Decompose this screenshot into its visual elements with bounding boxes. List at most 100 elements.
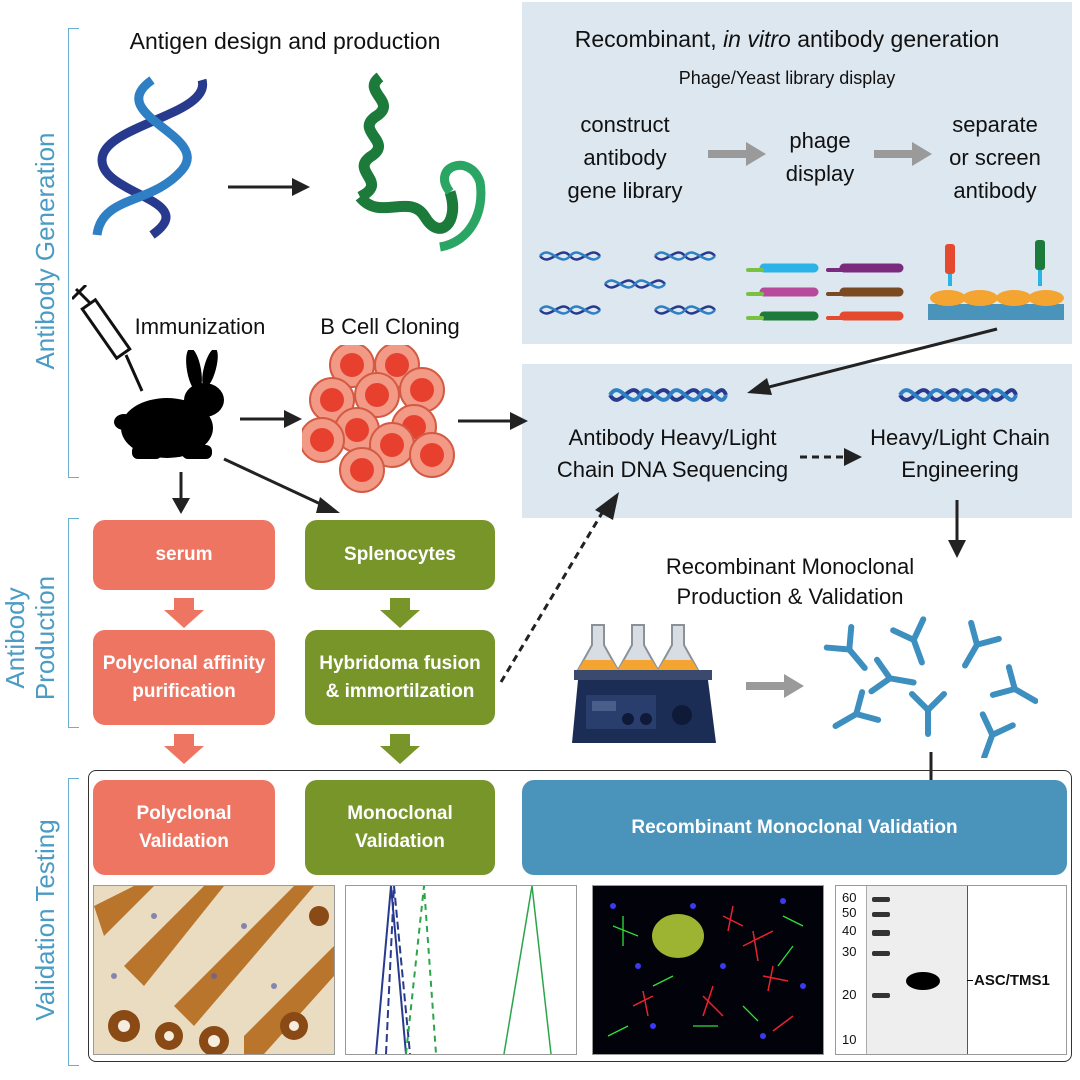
invitro-step-construct: construct antibody gene library [545, 108, 705, 207]
invitro-title: Recombinant, in vitro antibody generatio… [522, 26, 1052, 53]
step-screen-line3: antibody [953, 178, 1037, 203]
b-cell [354, 372, 400, 418]
engineering-step-line2: Engineering [901, 457, 1019, 482]
b-cell [399, 367, 445, 413]
b-cell [309, 377, 355, 423]
flow-cytometry-plot [345, 885, 577, 1055]
arrow-phage-to-screen [874, 142, 932, 166]
shaker-flasks-icon [572, 624, 716, 743]
arrow-rabbit-to-splenocytes [223, 457, 340, 513]
ladder-label-10: 10 [842, 1032, 857, 1047]
recombinant-validation-box: Recombinant Monoclonal Validation [522, 780, 1067, 875]
step-phage-line1: phage [789, 128, 851, 153]
immunization-label: Immunization [134, 314, 266, 339]
antigen-title: Antigen design and production [129, 28, 441, 54]
antibodies-cluster-icon [823, 616, 1038, 758]
arrow-bcell-to-sequencing [458, 412, 528, 430]
antibody-icon [979, 711, 1016, 758]
antibody-icon [823, 623, 868, 671]
band-pointer [967, 980, 973, 981]
protein-icon [355, 72, 486, 252]
step-screen-line2: or screen [949, 145, 1041, 170]
ihc-tissue-image [93, 885, 335, 1055]
antibody-icon [868, 656, 917, 695]
invitro-title-prefix: Recombinant, [574, 26, 724, 52]
serum-box: serum [93, 520, 275, 590]
dna-icon-engineering [898, 388, 1018, 402]
polyclonal-purification-line1: Polyclonal affinity [102, 652, 266, 674]
antibody-icon [909, 691, 947, 737]
antibody-icon [989, 664, 1038, 704]
step-screen-line1: separate [952, 112, 1038, 137]
arrow-shaker-to-antibodies [746, 674, 804, 698]
production-bracket [68, 518, 79, 728]
splenocytes-box: Splenocytes [305, 520, 495, 590]
invitro-subtitle: Phage/Yeast library display [678, 68, 896, 88]
hybridoma-line1: Hybridoma fusion [319, 652, 481, 674]
arrow-construct-to-phage [708, 142, 766, 166]
arrow-rabbit-to-bcell [240, 410, 302, 428]
ladder-label-20: 20 [842, 987, 857, 1002]
generation-bracket [68, 28, 79, 478]
antibody-icon [962, 619, 1002, 669]
arrow-splenocytes-down [380, 598, 420, 628]
monoclonal-validation-line1: Monoclonal [347, 802, 453, 824]
phage-display-icon [746, 263, 904, 321]
rabbit-icon [114, 350, 224, 459]
western-blot-image: 60 50 40 30 20 10 ASC/TMS1 [835, 885, 1067, 1055]
arrow-antigen [228, 178, 310, 196]
invitro-title-italic: in vitro [723, 26, 791, 52]
monoclonal-validation-box: Monoclonal Validation [305, 780, 495, 875]
monoclonal-validation-line2: Validation [355, 830, 445, 852]
invitro-title-suffix: antibody generation [790, 26, 1000, 52]
hybridoma-box: Hybridoma fusion & immortilzation [305, 630, 495, 725]
section-label-production-line1: Antibody [0, 587, 30, 689]
sequencing-step-line1: Antibody Heavy/Light [568, 425, 777, 450]
step-construct-line3: gene library [567, 178, 683, 203]
dna-icon-sequencing [608, 388, 728, 402]
bcell-label: B Cell Cloning [320, 314, 460, 339]
b-cell [339, 447, 385, 493]
recombinant-title-line2: Production & Validation [676, 584, 904, 609]
b-cell [409, 432, 455, 478]
ladder-label-60: 60 [842, 890, 857, 905]
arrow-screen-to-sequencing [747, 327, 998, 395]
hybridoma-line2: & immortilzation [325, 680, 475, 702]
sequencing-step: Antibody Heavy/Light Chain DNA Sequencin… [540, 422, 805, 486]
section-label-generation: Antibody Generation [30, 132, 60, 370]
arrow-rabbit-down [172, 472, 190, 514]
b-cells-icon [302, 345, 455, 493]
invitro-step-phage: phage display [760, 124, 880, 190]
engineering-step: Heavy/Light Chain Engineering [860, 422, 1060, 486]
dashed-arrow-sequencing-to-engineering [800, 448, 862, 466]
gene-library-icon [539, 251, 716, 315]
section-label-validation: Validation Testing [30, 819, 60, 1021]
dashed-arrow-hybridoma-to-sequencing [499, 492, 619, 683]
step-construct-line1: construct [580, 112, 670, 137]
blot-bands [872, 897, 940, 998]
arrow-hybridoma-down [380, 734, 420, 764]
polyclonal-validation-box: Polyclonal Validation [93, 780, 275, 875]
b-cell [302, 417, 345, 463]
band-label: ASC/TMS1 [974, 972, 1050, 989]
dna-helix-icon [92, 76, 207, 239]
step-construct-line2: antibody [583, 145, 667, 170]
immunofluorescence-image [592, 885, 824, 1055]
polyclonal-validation-line2: Validation [139, 830, 229, 852]
validation-frame [88, 770, 1072, 1062]
b-cell [334, 407, 380, 453]
syringe-icon [72, 285, 144, 392]
arrow-serum-down [164, 598, 204, 628]
recombinant-title: Recombinant Monoclonal Production & Vali… [640, 552, 940, 612]
recombinant-title-line1: Recombinant Monoclonal [665, 554, 915, 579]
screening-icon [928, 240, 1064, 320]
section-label-production: Antibody Production [0, 538, 60, 738]
arrow-engineering-down [948, 500, 966, 558]
validation-bracket [68, 778, 79, 1066]
invitro-step-screen: separate or screen antibody [925, 108, 1065, 207]
antibody-icon [890, 616, 927, 666]
sequencing-step-line2: Chain DNA Sequencing [556, 457, 789, 482]
engineering-step-line1: Heavy/Light Chain [870, 425, 1050, 450]
ladder-label-50: 50 [842, 905, 857, 920]
polyclonal-validation-line1: Polyclonal [136, 802, 232, 824]
